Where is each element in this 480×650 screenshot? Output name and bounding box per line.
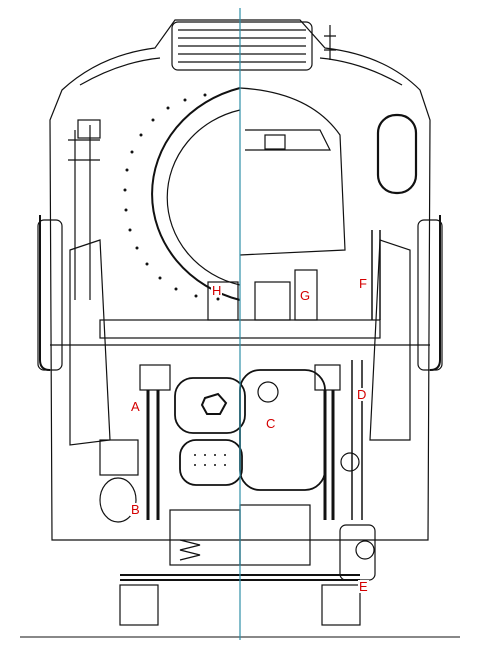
label-b: B	[130, 502, 141, 517]
label-c: C	[265, 416, 277, 431]
cylinder-right	[239, 369, 326, 491]
rivet-ring	[123, 93, 220, 301]
label-a: A	[130, 399, 141, 414]
boiler-bracket	[245, 129, 331, 151]
bogie-box	[239, 504, 311, 566]
valve-box-right	[314, 364, 341, 391]
valve-box	[139, 364, 171, 391]
label-h: H	[211, 283, 223, 298]
right-joint	[340, 452, 360, 472]
boiler-fitting	[264, 134, 286, 150]
cylinder-left	[174, 377, 246, 434]
frame-right	[323, 390, 335, 520]
b-axlebox	[99, 439, 139, 476]
frame-left	[146, 390, 160, 520]
label-e: E	[358, 579, 369, 594]
smokebox-door	[151, 87, 241, 301]
right-step	[417, 219, 443, 371]
right-side-plate	[369, 239, 411, 441]
e-assembly	[339, 524, 376, 581]
h-fitting	[207, 281, 239, 321]
b-wheel	[99, 477, 137, 523]
hex-nut	[200, 392, 228, 415]
label-g: G	[299, 288, 312, 303]
top-valve	[324, 25, 336, 60]
left-step	[37, 219, 63, 371]
right-rod-f	[371, 230, 381, 320]
gauge	[257, 381, 279, 403]
right-rod-d	[351, 360, 363, 520]
label-f: F	[358, 276, 368, 291]
smokebox-door-inner	[166, 109, 241, 286]
left-lamp	[77, 119, 101, 139]
cab-roof-line	[79, 57, 403, 86]
bogie-spring	[179, 539, 201, 561]
e-wheel	[355, 540, 375, 560]
chimney-housing	[171, 21, 313, 71]
right-handrail	[429, 215, 441, 371]
boiler-front-right	[239, 87, 346, 256]
left-handrail	[39, 215, 51, 371]
cab-outline	[49, 19, 431, 541]
chimney-grille	[178, 29, 306, 63]
cylinder-dots	[194, 454, 226, 466]
right-wheel	[321, 584, 361, 626]
g-fitting	[254, 281, 291, 321]
right-window	[376, 113, 418, 195]
label-d: D	[356, 387, 368, 402]
bogie-box-left	[169, 509, 241, 566]
pipe-block	[294, 269, 318, 321]
left-wheel	[119, 584, 159, 626]
left-pipework	[68, 125, 100, 300]
cylinder-left-lower	[179, 439, 243, 486]
